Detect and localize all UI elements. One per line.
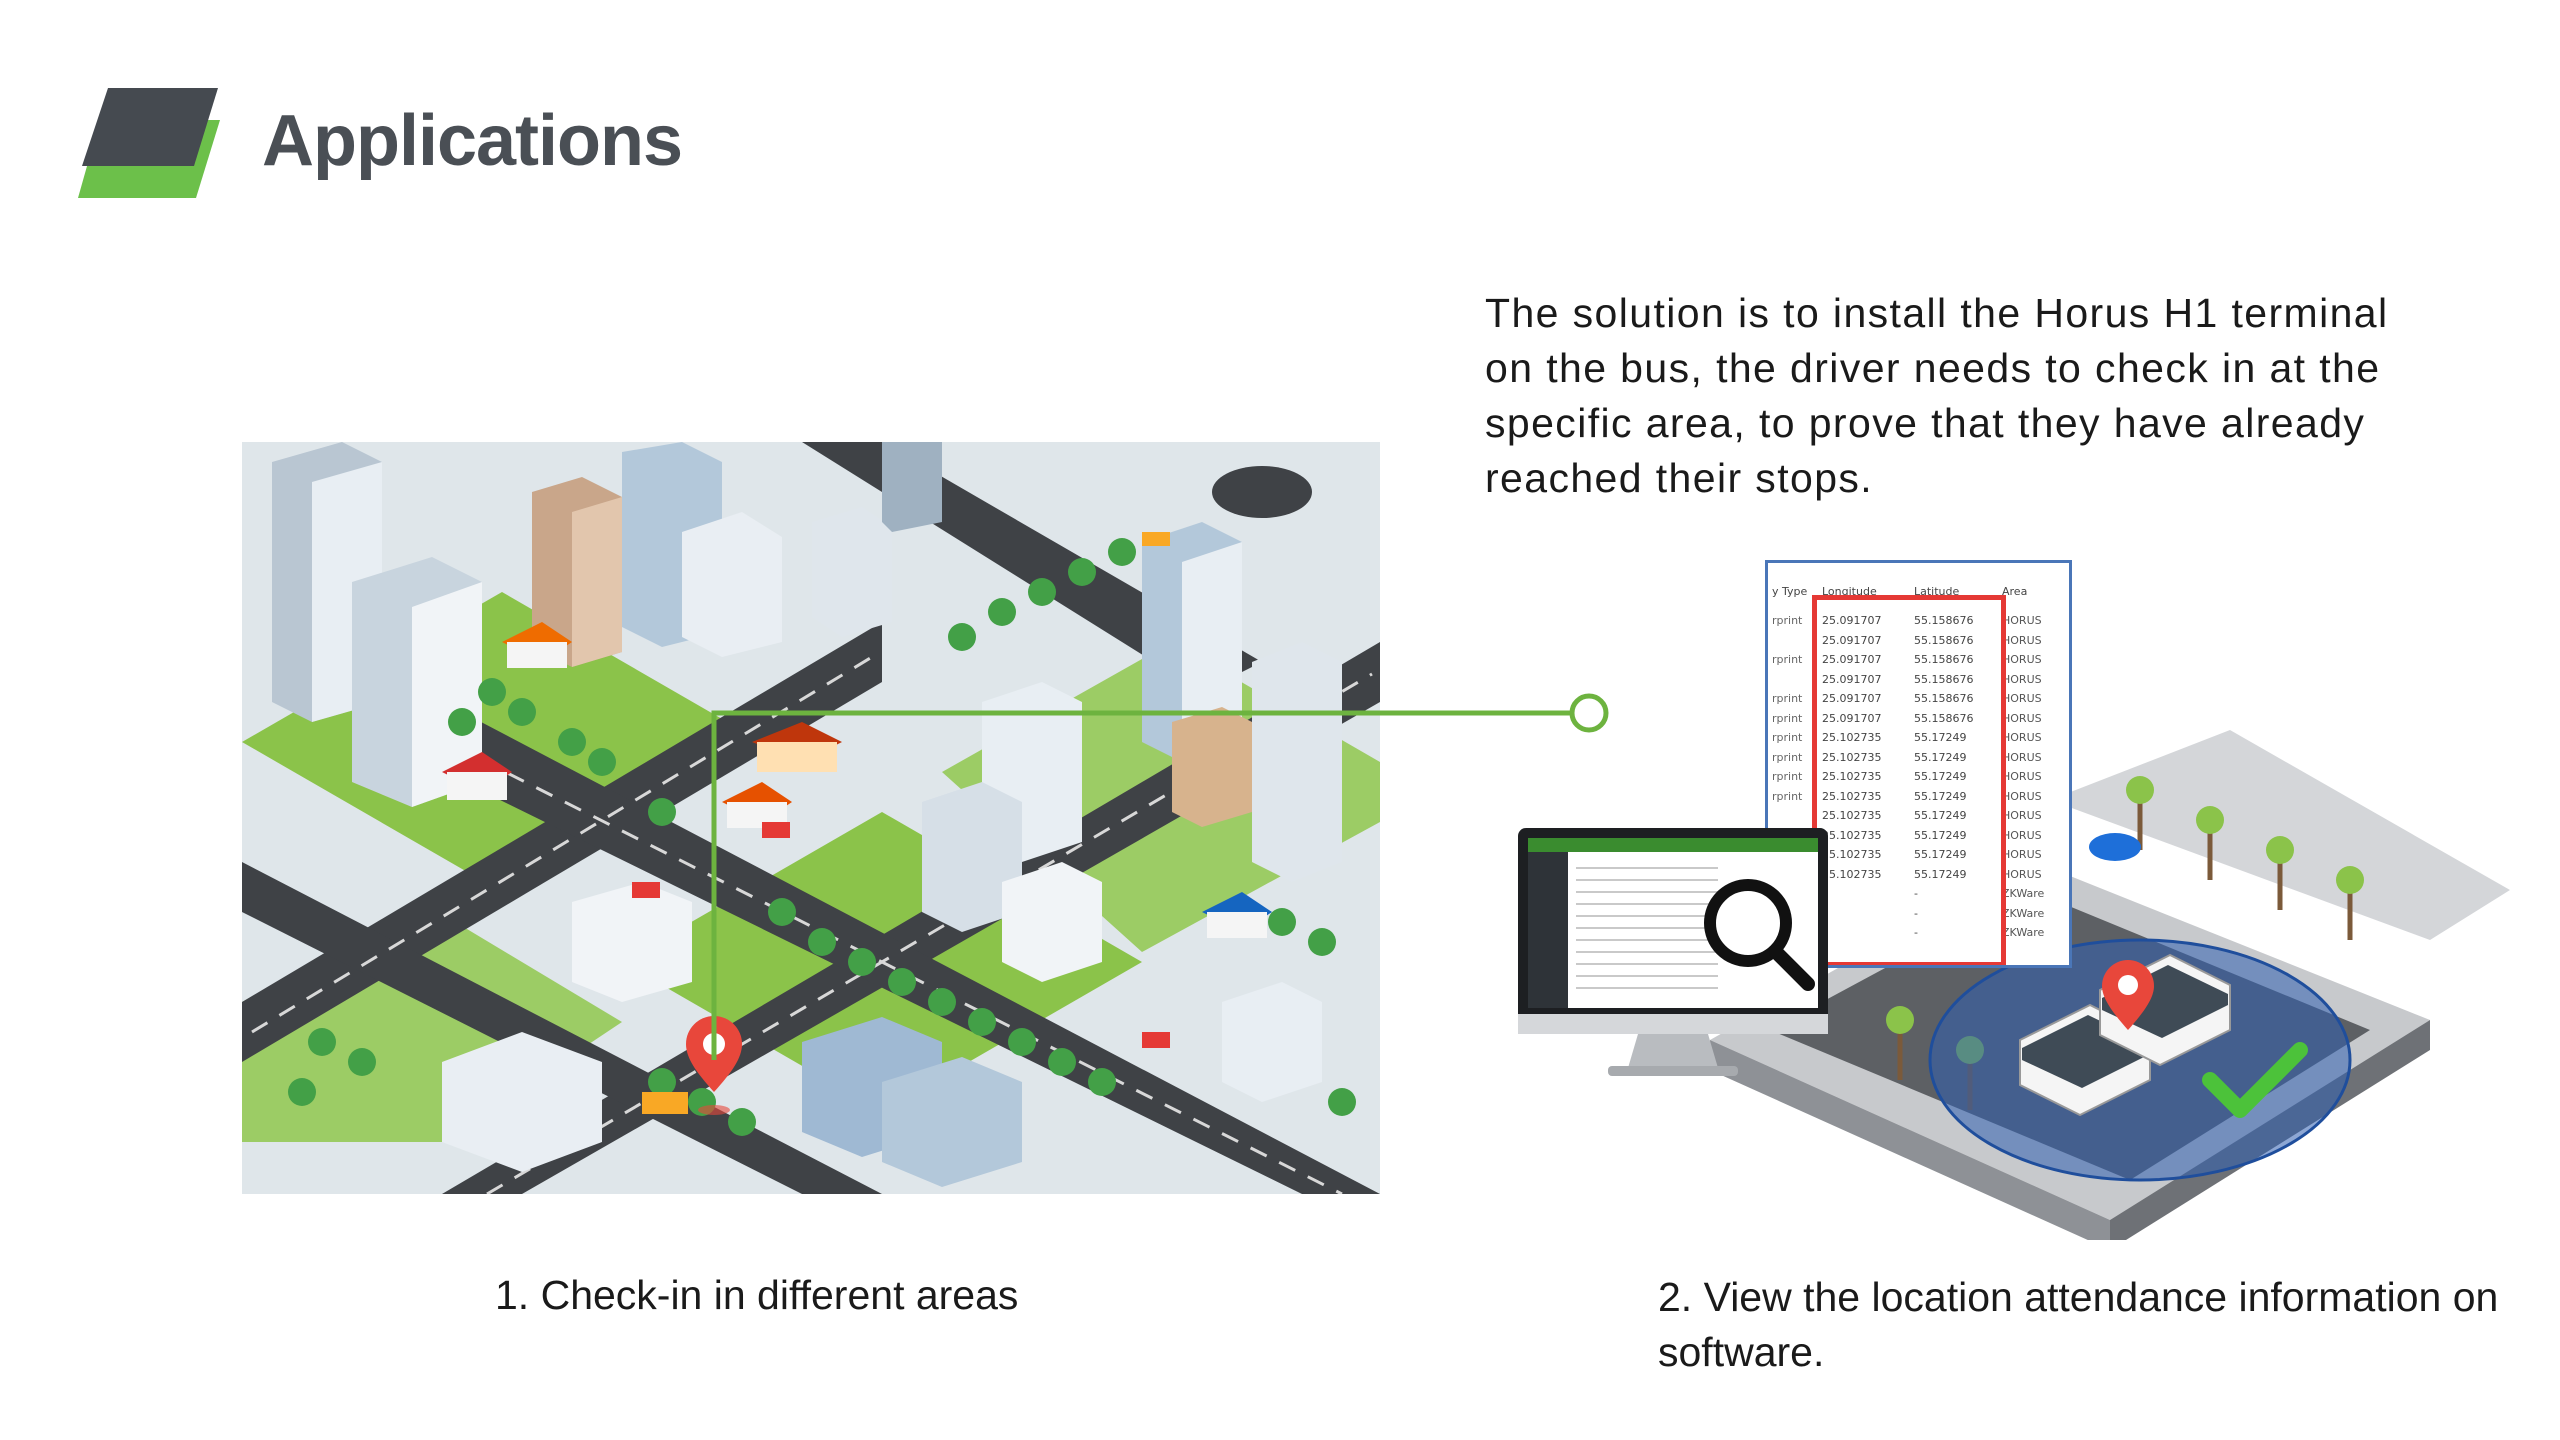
table-cell: HORUS bbox=[2002, 789, 2042, 803]
table-cell: HORUS bbox=[2002, 711, 2042, 725]
table-cell: 55.158676 bbox=[1914, 692, 1974, 706]
table-cell: - bbox=[1914, 926, 1918, 940]
table-cell: 55.158676 bbox=[1914, 711, 1974, 725]
table-row: rprint 25.102735 55.17249 HORUS bbox=[1772, 728, 2062, 748]
table-cell: 55.17249 bbox=[1914, 828, 1967, 842]
table-cell: 25.102735 bbox=[1822, 848, 1882, 862]
table-cell: rprint bbox=[1772, 789, 1803, 803]
table-row: rprint 25.102735 55.17249 HORUS bbox=[1772, 748, 2062, 768]
table-cell: 55.17249 bbox=[1914, 731, 1967, 745]
table-cell: rprint bbox=[1772, 770, 1803, 784]
caption-step-1: 1. Check-in in different areas bbox=[495, 1272, 1019, 1318]
table-cell: rprint bbox=[1772, 711, 1803, 725]
table-cell: 55.17249 bbox=[1914, 789, 1967, 803]
table-cell: HORUS bbox=[2002, 828, 2042, 842]
table-cell: HORUS bbox=[2002, 633, 2042, 647]
table-row: 25.102735 55.17249 HORUS bbox=[1772, 865, 2062, 885]
highlight-box bbox=[1812, 595, 2006, 965]
table-row: rprint 25.102735 55.17249 HORUS bbox=[1772, 767, 2062, 787]
table-cell: rprint bbox=[1772, 750, 1803, 764]
table-cell: HORUS bbox=[2002, 809, 2042, 823]
table-cell: rprint bbox=[1772, 614, 1803, 628]
table-row: 25.091707 55.158676 HORUS bbox=[1772, 631, 2062, 651]
table-cell: ZKWare bbox=[2002, 887, 2045, 901]
table-cell: 55.158676 bbox=[1914, 653, 1974, 667]
table-cell: HORUS bbox=[2002, 672, 2042, 686]
table-cell: 55.17249 bbox=[1914, 750, 1967, 764]
table-cell: 25.091707 bbox=[1822, 633, 1882, 647]
table-cell: 25.102735 bbox=[1822, 789, 1882, 803]
city-illustration bbox=[242, 442, 1380, 1194]
table-cell: HORUS bbox=[2002, 692, 2042, 706]
table-cell: rprint bbox=[1772, 731, 1803, 745]
table-cell: rprint bbox=[1772, 653, 1803, 667]
table-cell: 25.102735 bbox=[1822, 809, 1882, 823]
table-cell: - bbox=[1914, 906, 1918, 920]
table-row: 25.091707 55.158676 HORUS bbox=[1772, 670, 2062, 690]
page-title: Applications bbox=[262, 101, 683, 181]
magnifier-icon bbox=[1704, 879, 1815, 991]
table-cell: 25.102735 bbox=[1822, 731, 1882, 745]
solution-description: The solution is to install the Horus H1 … bbox=[1485, 290, 2389, 501]
checkmark-icon bbox=[2202, 1042, 2308, 1118]
monitor-illustration bbox=[1518, 828, 1828, 1076]
location-pin-icon bbox=[2102, 960, 2154, 1030]
table-cell: HORUS bbox=[2002, 653, 2042, 667]
table-row: rprint 25.091707 55.158676 HORUS bbox=[1772, 709, 2062, 729]
table-row: 25.102735 55.17249 HORUS bbox=[1772, 806, 2062, 826]
table-cell: 25.102735 bbox=[1822, 770, 1882, 784]
table-cell: ZKWare bbox=[2002, 926, 2045, 940]
table-cell: 25.091707 bbox=[1822, 672, 1882, 686]
table-cell: 55.17249 bbox=[1914, 770, 1967, 784]
table-cell: 55.17249 bbox=[1914, 867, 1967, 881]
table-cell: 25.091707 bbox=[1822, 711, 1882, 725]
table-cell: 25.102735 bbox=[1822, 867, 1882, 881]
table-cell: 55.158676 bbox=[1914, 633, 1974, 647]
parallelogram-logo-icon bbox=[78, 88, 220, 198]
table-row: rprint 25.102735 55.17249 HORUS bbox=[1772, 787, 2062, 807]
table-row: rprint 25.091707 55.158676 HORUS bbox=[1772, 689, 2062, 709]
table-cell: HORUS bbox=[2002, 770, 2042, 784]
table-cell: HORUS bbox=[2002, 848, 2042, 862]
table-cell: 55.158676 bbox=[1914, 614, 1974, 628]
table-row: 25.102735 55.17249 HORUS bbox=[1772, 826, 2062, 846]
table-cell: 55.158676 bbox=[1914, 672, 1974, 686]
table-row: rprint 25.091707 55.158676 HORUS bbox=[1772, 650, 2062, 670]
table-cell: HORUS bbox=[2002, 614, 2042, 628]
table-cell: 25.091707 bbox=[1822, 692, 1882, 706]
table-cell: 25.102735 bbox=[1822, 750, 1882, 764]
table-cell: HORUS bbox=[2002, 750, 2042, 764]
table-cell: 55.17249 bbox=[1914, 809, 1967, 823]
table-cell: rprint bbox=[1772, 692, 1803, 706]
caption-step-2: 2. View the location attendance informat… bbox=[1658, 1274, 2499, 1375]
data-table-header: y Type Longitude Latitude Area bbox=[1772, 585, 2028, 598]
table-cell: 25.091707 bbox=[1822, 653, 1882, 667]
table-cell: 55.17249 bbox=[1914, 848, 1967, 862]
table-cell: - bbox=[1914, 887, 1918, 901]
table-cell: HORUS bbox=[2002, 731, 2042, 745]
table-row: 25.102735 55.17249 HORUS bbox=[1772, 845, 2062, 865]
table-cell: 25.091707 bbox=[1822, 614, 1882, 628]
table-row: rprint 25.091707 55.158676 HORUS bbox=[1772, 611, 2062, 631]
table-cell: ZKWare bbox=[2002, 906, 2045, 920]
table-cell: HORUS bbox=[2002, 867, 2042, 881]
table-cell: 25.102735 bbox=[1822, 828, 1882, 842]
